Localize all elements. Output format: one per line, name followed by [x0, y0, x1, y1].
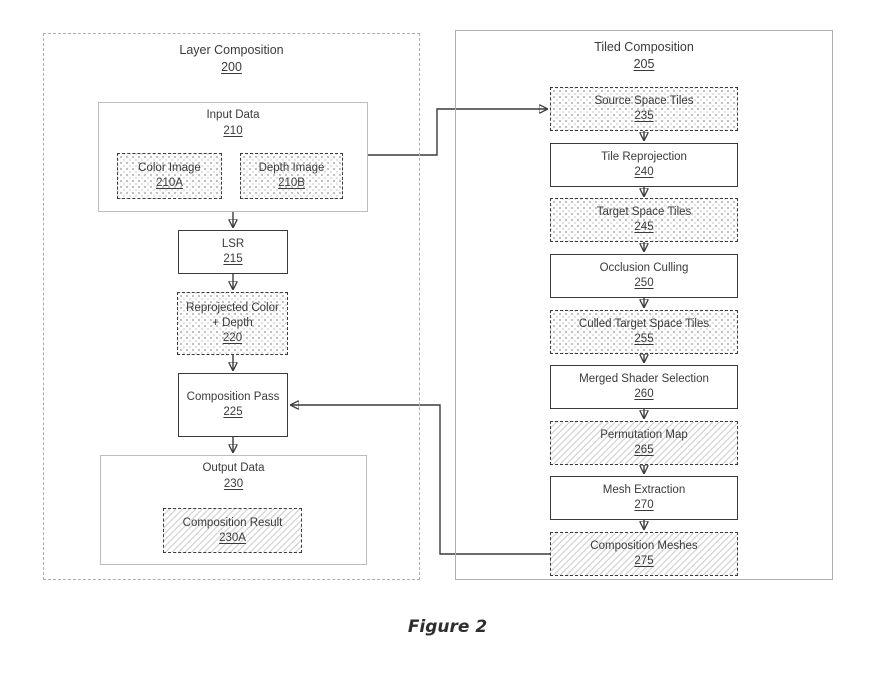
node-ref: 245 — [634, 221, 654, 234]
node-ref: 215 — [223, 253, 243, 265]
flow-node-reprojected-color-depth: Reprojected Color + Depth 220 — [177, 292, 288, 355]
node-label: Occlusion Culling — [599, 261, 689, 274]
flow-node-250: Occlusion Culling 250 — [550, 253, 738, 298]
flow-node-275: Composition Meshes 275 — [550, 532, 738, 576]
flow-node-composition-result: Composition Result 230A — [163, 508, 302, 553]
panel-ref: 205 — [633, 56, 655, 71]
node-label: Composition Pass — [186, 391, 280, 404]
group-ref: 230 — [223, 477, 244, 490]
flow-node-260: Merged Shader Selection 260 — [550, 365, 738, 410]
flow-node-lsr: LSR 215 — [178, 230, 288, 274]
flow-node-235: Source Space Tiles 235 — [550, 87, 738, 131]
node-ref: 225 — [223, 406, 243, 418]
tiled-composition-panel: Tiled Composition 205 — [455, 30, 833, 580]
layer-composition-title: Layer Composition 200 — [44, 42, 419, 76]
flow-node-245: Target Space Tiles 245 — [550, 198, 738, 243]
node-ref: 275 — [634, 555, 654, 567]
node-label: Color Image — [138, 162, 201, 175]
flow-node-depth-image: Depth Image 210B — [240, 153, 343, 199]
node-ref: 235 — [634, 110, 654, 122]
group-title-text: Output Data — [202, 462, 265, 474]
node-ref: 260 — [634, 388, 654, 401]
figure-caption: Figure 2 — [407, 617, 488, 637]
output-data-title: Output Data 230 — [101, 461, 366, 492]
flow-node-color-image: Color Image 210A — [117, 153, 222, 199]
node-label: Permutation Map — [600, 428, 688, 441]
node-label: Depth Image — [258, 162, 325, 175]
node-label: Merged Shader Selection — [579, 373, 709, 386]
node-ref: 210B — [278, 177, 305, 189]
node-ref: 220 — [222, 331, 243, 344]
tiled-composition-title: Tiled Composition 205 — [456, 39, 832, 73]
node-ref: 230A — [219, 531, 246, 544]
node-label: Source Space Tiles — [594, 95, 694, 108]
panel-title-text: Tiled Composition — [594, 40, 694, 54]
node-label: Tile Reprojection — [601, 150, 687, 163]
input-data-title: Input Data 210 — [99, 108, 367, 139]
node-ref: 265 — [634, 443, 654, 456]
node-label: Mesh Extraction — [602, 484, 686, 497]
flow-node-composition-pass: Composition Pass 225 — [178, 373, 288, 437]
flow-node-265: Permutation Map 265 — [550, 420, 738, 465]
node-label: LSR — [221, 238, 245, 251]
node-label: Target Space Tiles — [596, 206, 692, 219]
panel-ref: 200 — [221, 59, 242, 74]
group-ref: 210 — [223, 124, 243, 137]
layer-composition-panel: Layer Composition 200 — [43, 33, 420, 580]
node-label: Composition Result — [182, 516, 283, 529]
group-title-text: Input Data — [206, 109, 260, 121]
node-label: Culled Target Space Tiles — [578, 317, 710, 330]
node-label: Composition Meshes — [590, 540, 698, 553]
flow-node-270: Mesh Extraction 270 — [550, 476, 738, 521]
node-ref: 240 — [634, 165, 654, 178]
node-ref: 210A — [156, 177, 183, 189]
node-ref: 250 — [634, 276, 654, 289]
node-ref: 255 — [634, 332, 654, 345]
node-label: Reprojected Color + Depth — [186, 302, 279, 330]
panel-title-text: Layer Composition — [179, 43, 284, 57]
node-ref: 270 — [634, 499, 654, 512]
flow-node-240: Tile Reprojection 240 — [550, 142, 738, 187]
flow-node-255: Culled Target Space Tiles 255 — [550, 309, 738, 354]
